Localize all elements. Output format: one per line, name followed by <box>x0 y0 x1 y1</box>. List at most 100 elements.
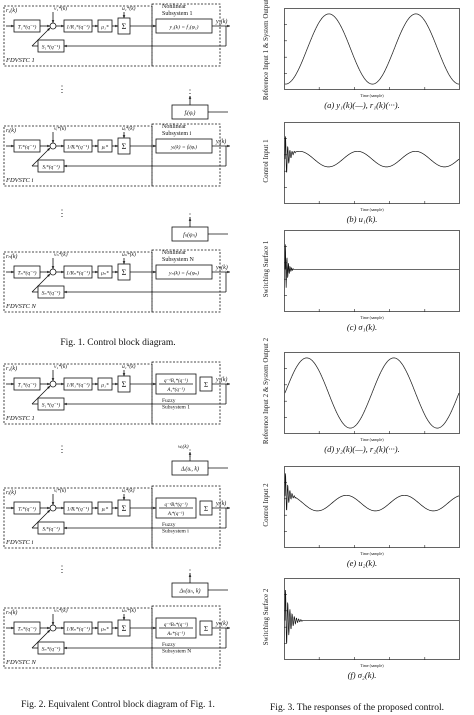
ref-arrow-head <box>11 626 14 630</box>
time-axis-label: Time (sample) <box>360 437 384 442</box>
figure-1-block-diagram: FDVSTC 1r₁(k)T₁*(q⁻¹)v₁*(k)1/R₁*(q⁻¹)μ₁*… <box>3 3 230 313</box>
feedback-up <box>31 629 51 649</box>
ref-arrow-head <box>11 24 14 28</box>
feedback-up-head <box>47 274 50 277</box>
ellipsis-left-1: ⋮ <box>58 208 67 218</box>
r-block-label: 1/Rᵢ*(q⁻¹) <box>67 144 89 151</box>
t-block-label: Tₙ*(q⁻¹) <box>17 270 36 277</box>
series-reference <box>284 13 460 85</box>
response-plot: Time (sample) <box>284 578 460 668</box>
reference-label: rᵢ(k) <box>6 489 16 496</box>
t-out-arrow-head <box>47 382 50 386</box>
s-block-label: Sᵢ*(q⁻¹) <box>42 164 60 171</box>
u-arrow-head <box>122 15 126 18</box>
t-out-arrow-head <box>47 270 50 274</box>
mu-label: μ₁* <box>101 383 109 389</box>
coupling-out-0-head <box>188 96 192 99</box>
u-arrow-head <box>122 617 126 620</box>
ustar-label: uₙ*(k) <box>122 251 136 258</box>
vstar-label: v₁*(k) <box>54 363 67 370</box>
panel-sublabel: (a) y₁(k)(—), r₁(k)(···). <box>324 100 400 110</box>
u-arrow-head <box>122 261 126 264</box>
fdvstc-frame <box>3 487 153 549</box>
r-block-label: 1/Rₙ*(q⁻¹) <box>66 270 90 277</box>
feedback-left-head <box>64 646 67 650</box>
subsystem-frame <box>151 3 221 67</box>
mu-out-arrow-head <box>115 382 118 386</box>
v-arrow-head <box>51 378 55 381</box>
fdvstc-frame <box>3 251 153 313</box>
fdvstc-label: FDVSTC N <box>5 303 36 310</box>
ellipsis-right-1: ⋮ <box>186 212 195 222</box>
series-reference <box>284 357 460 429</box>
ellipsis-left-0: ⋮ <box>58 84 67 94</box>
series-line <box>284 244 459 288</box>
series-line <box>284 13 460 85</box>
vstar-label: vᵢ*(k) <box>54 487 66 494</box>
ellipsis-right-1: ⋮ <box>186 568 195 578</box>
t-out-arrow-head <box>47 24 50 28</box>
fdvstc-label: FDVSTC i <box>5 177 33 184</box>
plant-block <box>155 497 197 519</box>
vstar-label: v₁*(k) <box>54 5 67 12</box>
panel-ylabel: Reference Input 1 & System Output 1 <box>262 0 270 101</box>
feedback-up-head <box>47 28 50 31</box>
vstar-label: vᵢ*(k) <box>54 125 66 132</box>
coupling-label-1: Δₙ(uₙ, k) <box>178 588 200 595</box>
plant-denominator: A₁*(q⁻¹) <box>166 387 185 393</box>
r-block-label: 1/Rᵢ*(q⁻¹) <box>67 506 89 513</box>
controller-row-1: FDVSTC irᵢ(k)Tᵢ*(q⁻¹)vᵢ*(k)1/Rᵢ*(q⁻¹)μᵢ*… <box>3 485 230 549</box>
sigma-glyph: Σ <box>122 380 127 389</box>
summing-junction <box>49 380 57 388</box>
coupling-label-0: Δᵢ(uᵢ, k) <box>180 466 199 473</box>
summing-junction <box>49 142 57 150</box>
r-block-label: 1/R₁*(q⁻¹) <box>66 382 89 389</box>
mu-label: μₙ* <box>101 271 109 277</box>
sum-out-arrow-head <box>61 382 64 386</box>
panel-ylabel: Control Input 2 <box>262 483 270 527</box>
output-label: y₁(k) <box>215 18 227 25</box>
ustar-label: u₁*(k) <box>122 5 136 12</box>
reference-label: rᵢ(k) <box>6 127 16 134</box>
fdvstc-label: FDVSTC i <box>5 539 33 546</box>
plot-frame <box>284 230 460 312</box>
output-label: yᵢ(k) <box>215 500 226 507</box>
ellipsis-left-0: ⋮ <box>58 444 67 454</box>
s-block-label: S₁*(q⁻¹) <box>42 402 61 409</box>
sigma-glyph: Σ <box>122 22 127 31</box>
response-plot: Time (sample) <box>284 466 460 556</box>
feedback-up <box>31 385 51 405</box>
feedback-up <box>31 273 51 293</box>
mu-out-arrow-head <box>115 506 118 510</box>
subsystem-frame <box>151 605 221 669</box>
reference-label: r₁(k) <box>6 365 17 372</box>
panel-sublabel: (b) u₁(k). <box>346 214 378 224</box>
response-plot: Time (sample) <box>284 352 460 442</box>
r-out-arrow-head <box>95 382 98 386</box>
mu-out-arrow-head <box>115 626 118 630</box>
plant-in-arrow-head <box>153 144 156 148</box>
response-plot: Time (sample) <box>284 8 460 98</box>
plant-block <box>155 617 197 639</box>
plant-label: y₁(k) = f₁(φ₁) <box>169 24 199 31</box>
r-out-arrow-head <box>95 24 98 28</box>
feedback-up <box>31 27 51 47</box>
ustar-label: uᵢ*(k) <box>122 487 135 494</box>
feedback-up <box>31 147 51 167</box>
coupling-out-0-head <box>188 452 192 455</box>
time-axis-label: Time (sample) <box>360 315 384 320</box>
sigma-glyph-2: Σ <box>204 505 208 513</box>
s-block-label: Sᵢ*(q⁻¹) <box>42 526 60 533</box>
output-label: y₁(k) <box>215 376 227 383</box>
t-out-arrow-head <box>47 144 50 148</box>
v-arrow-head <box>51 502 55 505</box>
u-arrow-head <box>122 135 126 138</box>
output-arrow-head <box>227 144 230 148</box>
t-block-label: Tᵢ*(q⁻¹) <box>18 144 36 151</box>
r-block-label: 1/Rₙ*(q⁻¹) <box>66 626 90 633</box>
output-label: yₙ(k) <box>215 264 228 271</box>
